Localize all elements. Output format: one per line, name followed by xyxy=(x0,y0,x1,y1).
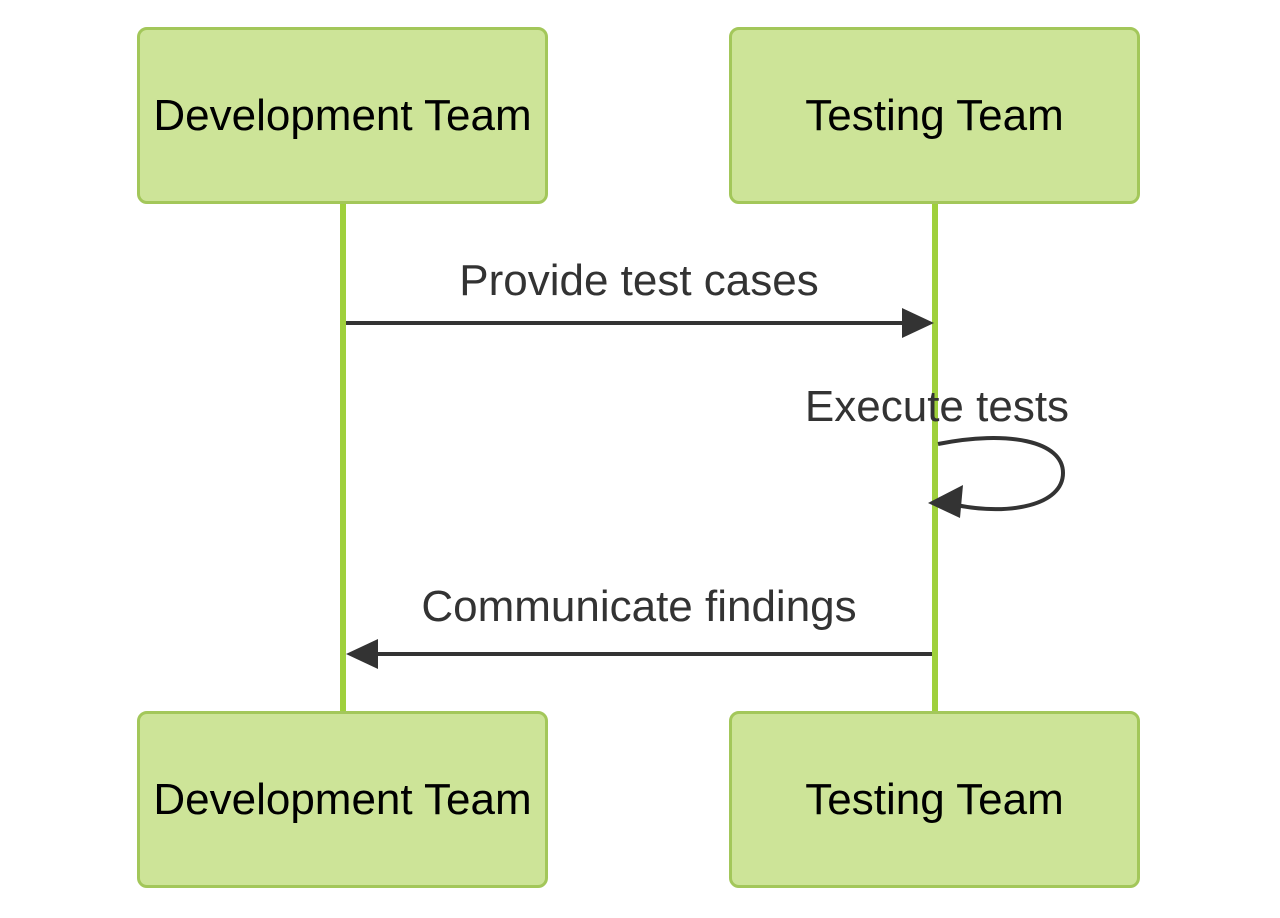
actor-box-testing-team-bottom: Testing Team xyxy=(729,711,1140,888)
message-label-provide-test-cases: Provide test cases xyxy=(459,256,819,305)
actor-box-development-team-top: Development Team xyxy=(137,27,548,204)
actor-label: Testing Team xyxy=(805,90,1064,140)
lifeline-testing-team xyxy=(932,204,938,711)
actor-label: Development Team xyxy=(153,90,532,140)
arrowhead-right-icon xyxy=(902,308,934,338)
actor-label: Testing Team xyxy=(805,774,1064,824)
lifeline-development-team xyxy=(340,204,346,711)
actor-box-development-team-bottom: Development Team xyxy=(137,711,548,888)
message-label-execute-tests: Execute tests xyxy=(804,382,1070,431)
arrowhead-left-icon xyxy=(346,639,378,669)
message-label-communicate-findings: Communicate findings xyxy=(421,582,857,631)
actor-box-testing-team-top: Testing Team xyxy=(729,27,1140,204)
message-arrow-execute-tests-loop xyxy=(937,436,1066,512)
actor-label: Development Team xyxy=(153,774,532,824)
